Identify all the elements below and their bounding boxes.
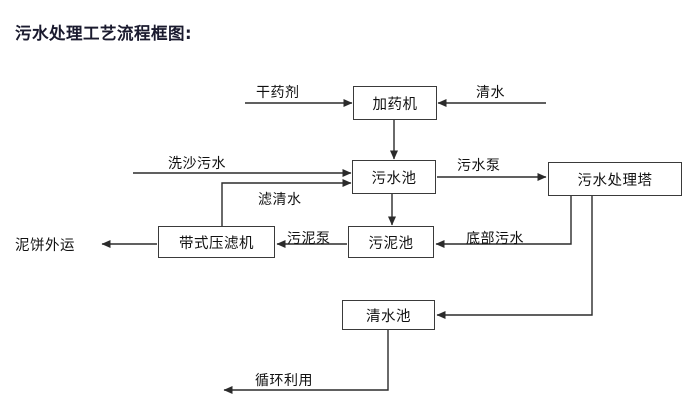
page-title: 污水处理工艺流程框图: <box>15 24 193 43</box>
edge-label-filtered-water: 滤清水 <box>258 192 302 208</box>
node-sludge-pool[interactable]: 污泥池 <box>348 226 434 258</box>
node-label: 加药机 <box>372 96 418 113</box>
wire-tower-to-clear-water-pool <box>436 196 593 319</box>
wire-filtered-water-to-sewage-pool <box>221 179 352 226</box>
edge-label-sludge-pump: 污泥泵 <box>287 231 331 247</box>
node-label: 污水处理塔 <box>577 172 653 189</box>
wire-clear-water-pool-recycle <box>223 330 389 394</box>
node-treatment-tower[interactable]: 污水处理塔 <box>548 162 682 196</box>
node-label: 带式压滤机 <box>179 235 254 252</box>
node-sewage-pool[interactable]: 污水池 <box>352 160 436 194</box>
node-label: 污泥池 <box>368 235 414 252</box>
node-dosing-machine[interactable]: 加药机 <box>353 86 437 120</box>
node-belt-filter-press[interactable]: 带式压滤机 <box>158 226 275 258</box>
node-label: 污水池 <box>371 170 417 187</box>
edge-label-recycle-reuse: 循环利用 <box>255 373 313 389</box>
node-clear-water-pool[interactable]: 清水池 <box>342 300 435 330</box>
edge-label-bottom-sewage: 底部污水 <box>466 231 524 247</box>
edge-label-clean-water: 清水 <box>476 85 505 101</box>
edge-label-sewage-pump: 污水泵 <box>457 158 501 174</box>
edge-label-sand-wash-sewage: 洗沙污水 <box>168 156 226 172</box>
edge-label-dry-chemical: 干药剂 <box>256 85 300 101</box>
node-label: 清水池 <box>366 308 411 325</box>
label-mud-cake-transport: 泥饼外运 <box>15 238 75 254</box>
wire-tower-bottom-sewage-to-sludge-pool <box>435 196 572 248</box>
